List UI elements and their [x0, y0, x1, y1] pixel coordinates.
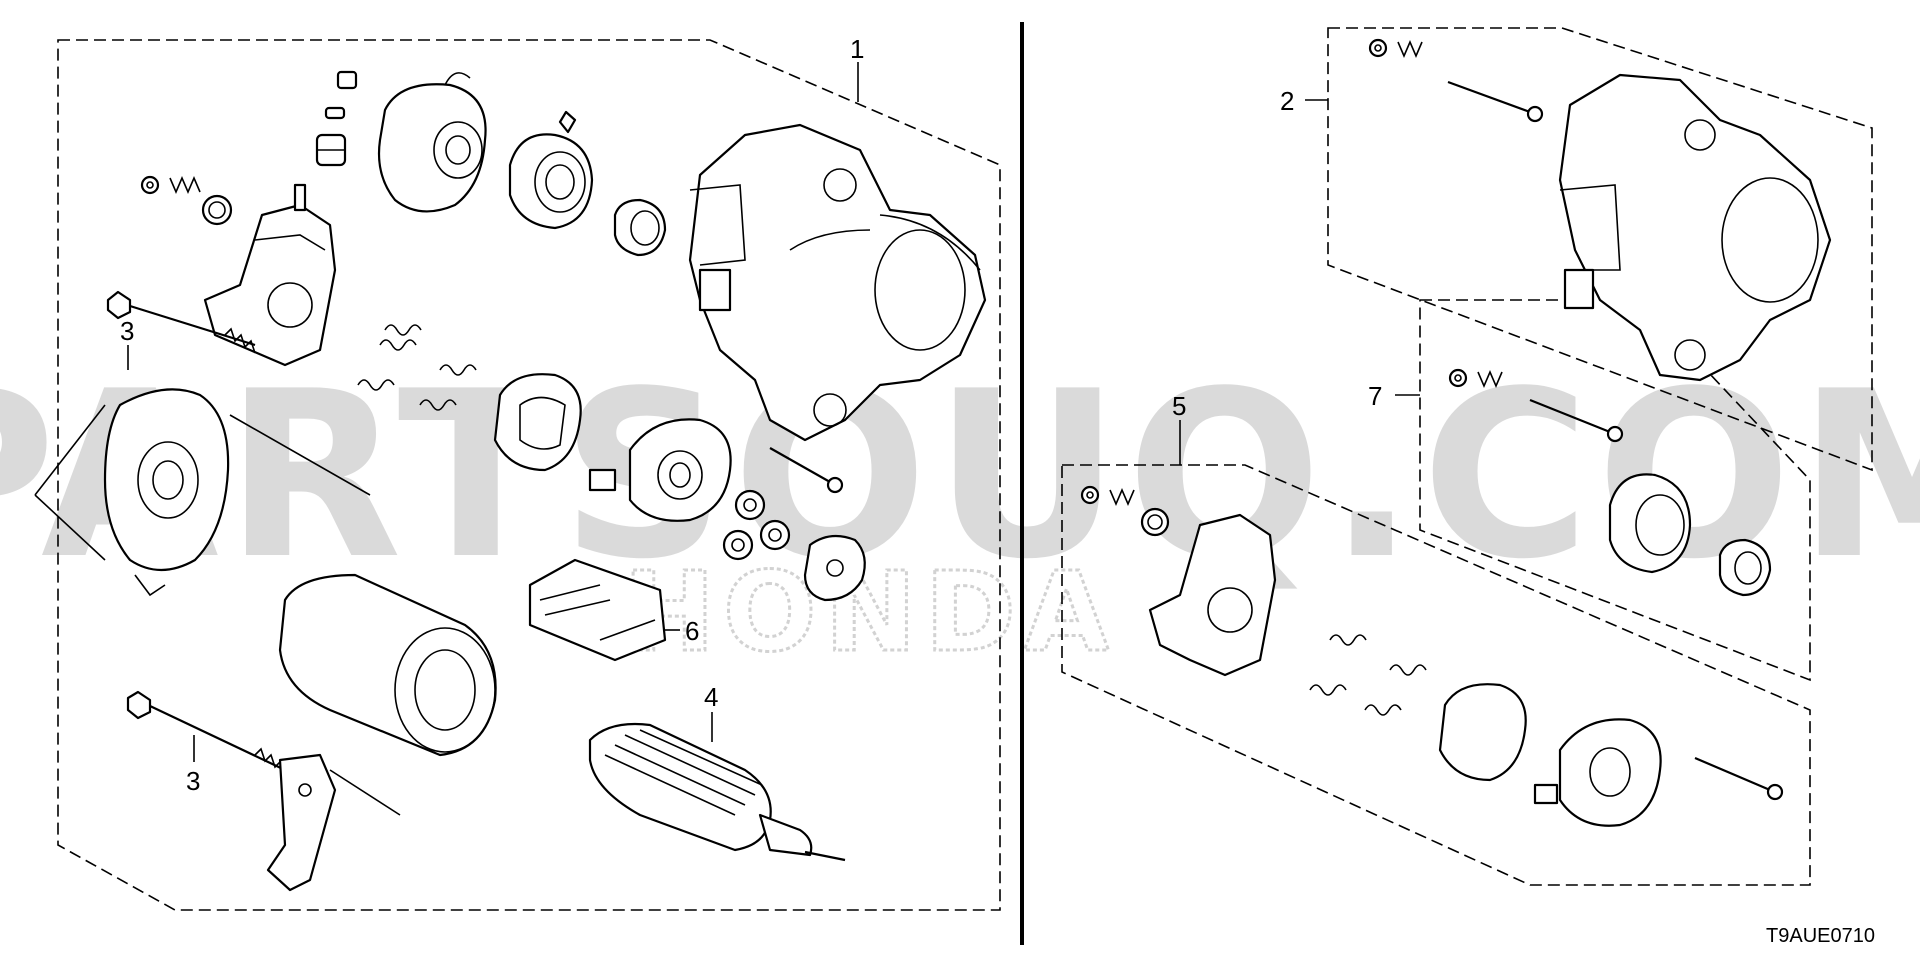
callout-6: 6	[685, 616, 699, 646]
gear-plate	[588, 418, 732, 522]
leader-lines	[127, 62, 1420, 762]
starter-body-right	[1558, 73, 1832, 382]
bushing	[613, 198, 667, 257]
brush-springs	[357, 324, 477, 411]
watermark-main: PARTSOUQ.COM	[0, 343, 1920, 610]
kit-7-parts	[1448, 368, 1772, 597]
callout-5: 5	[1172, 391, 1186, 421]
callout-3-upper: 3	[120, 316, 134, 346]
starter-body	[688, 123, 987, 442]
rear-cover	[377, 72, 487, 213]
callout-2: 2	[1280, 86, 1294, 116]
through-bolt-upper	[106, 290, 256, 354]
watermark-brand: HONDA	[623, 548, 1117, 676]
hardware-assembly-2	[1368, 38, 1544, 123]
terminal-nut-stack	[315, 70, 358, 167]
small-hardware-left	[140, 175, 233, 226]
planetary-gears	[722, 489, 791, 561]
kit-5-boundary	[1061, 464, 1811, 886]
assembly-2-boundary	[1327, 27, 1873, 472]
short-bolt-center	[769, 447, 844, 494]
brush-holder	[203, 183, 337, 367]
callout-4: 4	[704, 682, 718, 712]
diagram-code: T9AUE0710	[1766, 925, 1875, 947]
guide-lines-left	[34, 404, 401, 816]
kit-5-parts	[1080, 485, 1784, 827]
armature	[588, 722, 846, 862]
through-bolt-lower	[126, 690, 286, 774]
callout-7: 7	[1368, 381, 1382, 411]
yoke-cylinder	[278, 573, 497, 757]
callout-1: 1	[850, 34, 864, 64]
watermark: PARTSOUQ.COM HONDA	[0, 343, 1920, 678]
commutator-plate	[493, 373, 582, 472]
callout-3-lower: 3	[186, 766, 200, 796]
mounting-bracket	[266, 753, 337, 892]
planet-carrier	[803, 534, 866, 602]
drive-end-frame	[103, 388, 230, 597]
seal-pad	[528, 558, 667, 662]
assembly-1-boundary	[57, 39, 1001, 911]
bearing-holder	[508, 110, 594, 230]
